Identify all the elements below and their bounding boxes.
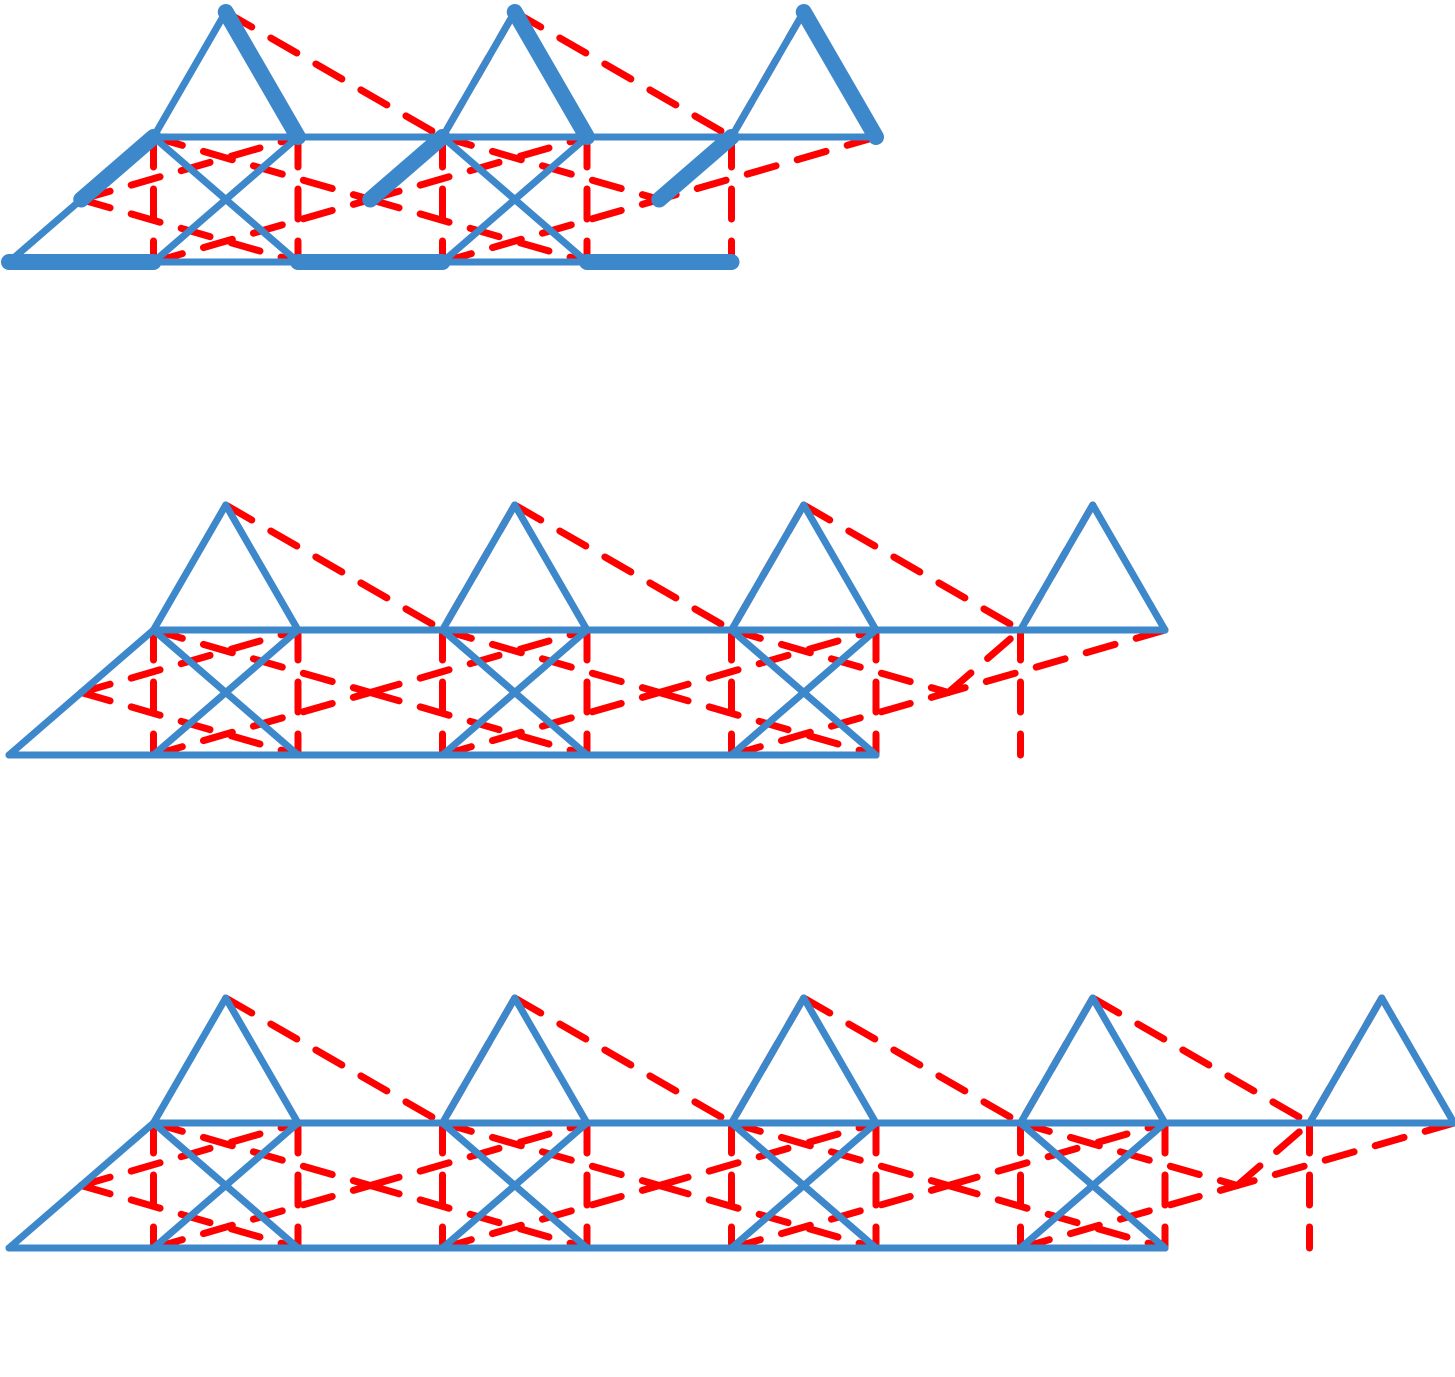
panel-3 (5, 994, 1455, 1252)
dashed-bond (944, 626, 1169, 696)
dashed-bond (222, 994, 446, 1127)
lattice-bond (439, 626, 591, 759)
lattice-bond (439, 8, 519, 141)
dashed-bond (511, 8, 735, 141)
lattice-bond (1378, 994, 1455, 1127)
lattice-bond (1089, 501, 1169, 634)
dashed-bond (944, 626, 1024, 696)
lattice-bond (728, 8, 808, 141)
lattice-bond (800, 501, 880, 634)
lattice-bond (150, 1119, 302, 1252)
highlighted-bond (651, 129, 740, 208)
dashed-bond (655, 133, 880, 203)
dashed-bond (222, 8, 446, 141)
lattice-bond (439, 133, 591, 266)
lattice-bond (150, 626, 302, 759)
lattice-bond (1089, 994, 1169, 1127)
dashed-bond (800, 994, 1024, 1127)
lattice-bond (1017, 994, 1097, 1127)
dashed-bond (1233, 1119, 1313, 1189)
lattice-bond (728, 994, 808, 1127)
lattice-bond (150, 133, 302, 266)
lattice-bond (439, 1119, 591, 1252)
dashed-bond (1089, 994, 1313, 1127)
lattice-bond (222, 994, 302, 1127)
lattice-bond (728, 626, 880, 759)
highlighted-bond (795, 4, 884, 145)
panel-2 (5, 501, 1169, 759)
highlighted-bond (506, 4, 595, 145)
panel-1 (1, 4, 884, 270)
lattice-bond (728, 501, 808, 634)
dashed-bond (1233, 1119, 1455, 1189)
lattice-bond (1017, 1119, 1169, 1252)
lattice-bond (800, 994, 880, 1127)
lattice-bond (222, 501, 302, 634)
highlighted-bond (217, 4, 306, 145)
dashed-bond (511, 501, 735, 634)
dashed-bond (511, 994, 735, 1127)
lattice-bond (5, 626, 157, 759)
dashed-bond (222, 501, 446, 634)
lattice-bond (439, 501, 519, 634)
lattice-bond (511, 994, 591, 1127)
lattice-bond (1017, 501, 1097, 634)
lattice-bond (150, 8, 230, 141)
lattice-bond (439, 994, 519, 1127)
highlighted-bond (362, 129, 451, 208)
lattice-bond (150, 994, 230, 1127)
lattice-bond (5, 1119, 157, 1252)
lattice-bond (728, 1119, 880, 1252)
lattice-bond (1306, 994, 1386, 1127)
dashed-bond (800, 501, 1024, 634)
lattice-bond (511, 501, 591, 634)
highlighted-bond (73, 129, 162, 208)
lattice-bond (150, 501, 230, 634)
